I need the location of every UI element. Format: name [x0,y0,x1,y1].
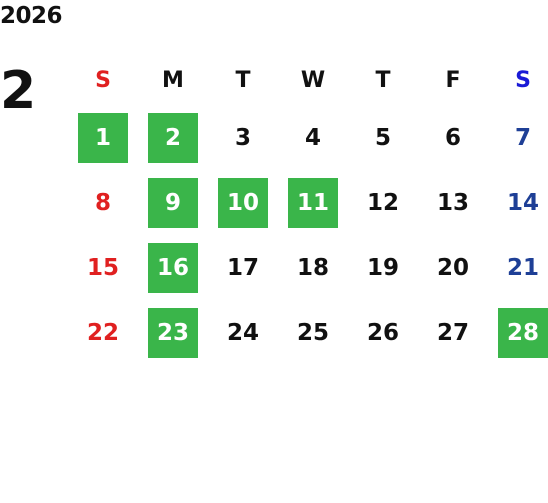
day-cell[interactable]: 17 [208,235,278,300]
day-cell[interactable]: 5 [348,105,418,170]
day-cell[interactable]: 3 [208,105,278,170]
day-number: 1 [78,112,128,163]
day-cell[interactable]: 20 [418,235,488,300]
weekday-header-sun: S [95,67,111,93]
calendar-grid: S M T W T F S 1 2 3 4 5 6 7 8 9 10 11 12… [68,55,548,430]
day-cell[interactable]: 19 [348,235,418,300]
weekday-header-tue: T [235,67,251,93]
day-cell[interactable]: 6 [418,105,488,170]
calendar-month: 2 [0,61,37,121]
day-number: 6 [444,124,461,151]
day-cell[interactable]: 8 [68,170,138,235]
day-number: 21 [506,254,539,281]
day-cell[interactable]: 14 [488,170,548,235]
day-cell[interactable]: 4 [278,105,348,170]
day-cell[interactable]: 26 [348,300,418,365]
day-number: 2 [148,112,198,163]
day-cell[interactable]: 27 [418,300,488,365]
day-cell[interactable]: 22 [68,300,138,365]
day-number: 15 [86,254,119,281]
day-number: 28 [498,307,548,358]
day-cell[interactable]: 18 [278,235,348,300]
day-number: 19 [366,254,399,281]
day-cell[interactable]: 10 [208,170,278,235]
day-cell[interactable]: 25 [278,300,348,365]
weekday-header-fri: F [445,67,461,93]
day-cell[interactable]: 1 [68,105,138,170]
day-cell[interactable]: 28 [488,300,548,365]
day-number: 22 [86,319,119,346]
day-number: 23 [148,307,198,358]
day-cell[interactable]: 23 [138,300,208,365]
day-cell[interactable]: 7 [488,105,548,170]
day-number: 25 [296,319,329,346]
day-cell[interactable]: 15 [68,235,138,300]
day-number: 26 [366,319,399,346]
day-number: 14 [506,189,539,216]
day-cell[interactable]: 9 [138,170,208,235]
day-number: 8 [94,189,111,216]
day-number: 16 [148,242,198,293]
day-number: 11 [288,177,338,228]
day-number: 24 [226,319,259,346]
day-cell[interactable]: 13 [418,170,488,235]
calendar-year: 2026 [0,3,63,29]
day-number: 12 [366,189,399,216]
day-number: 20 [436,254,469,281]
day-number: 3 [234,124,251,151]
day-number: 18 [296,254,329,281]
day-cell[interactable]: 16 [138,235,208,300]
day-cell[interactable]: 12 [348,170,418,235]
weekday-header-thu: T [375,67,391,93]
day-number: 9 [148,177,198,228]
day-number: 7 [514,124,531,151]
day-number: 10 [218,177,268,228]
day-cell[interactable]: 24 [208,300,278,365]
weekday-header-wed: W [300,67,326,93]
weekday-header-mon: M [162,67,184,93]
day-cell[interactable]: 2 [138,105,208,170]
day-cell[interactable]: 21 [488,235,548,300]
weekday-header-sat: S [515,67,531,93]
day-cell[interactable]: 11 [278,170,348,235]
day-number: 27 [436,319,469,346]
day-number: 5 [374,124,391,151]
day-number: 13 [436,189,469,216]
day-number: 17 [226,254,259,281]
day-number: 4 [304,124,321,151]
